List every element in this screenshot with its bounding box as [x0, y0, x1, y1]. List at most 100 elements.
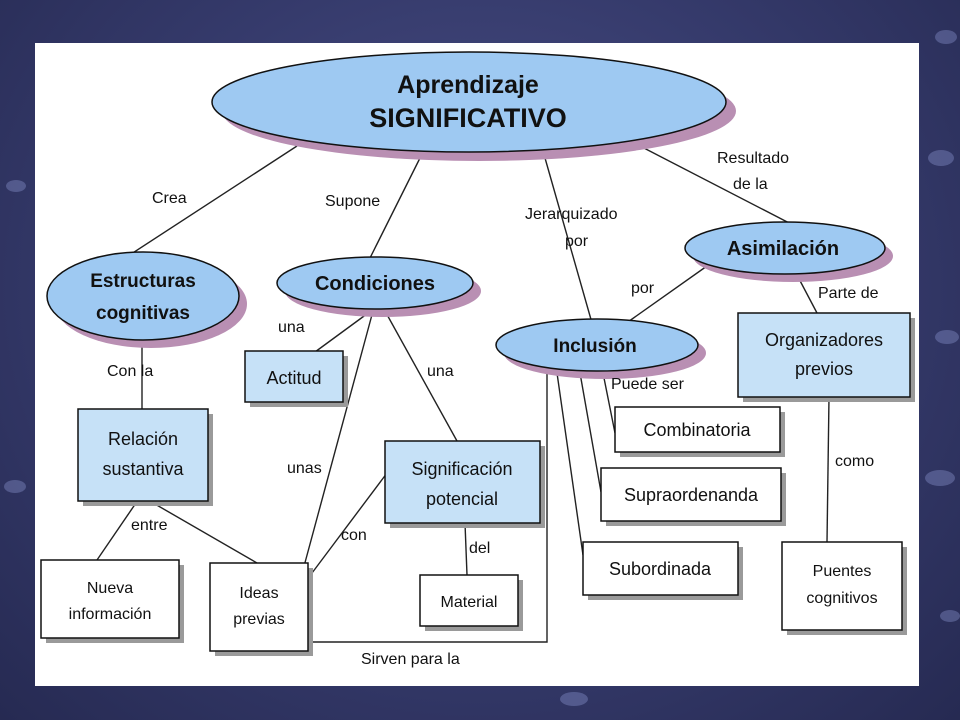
- connector-inclusion-subordinada: [556, 372, 584, 556]
- node-relacion-line1: Relación: [108, 429, 178, 449]
- connector-relacion-nueva: [96, 499, 139, 561]
- connector-inclusion-sirven: [309, 371, 548, 643]
- connector-organizadores-puentes: [826, 396, 830, 543]
- link-label-puede-ser: Puede ser: [611, 376, 685, 393]
- node-condiciones-label: Condiciones: [315, 273, 435, 295]
- node-aprendizaje-significativo: Aprendizaje SIGNIFICATIVO: [211, 51, 736, 161]
- connector-main-estructuras: [124, 145, 298, 259]
- link-label-jerarquizado-line2: por: [565, 233, 589, 250]
- link-label-resultado-line1: Resultado: [717, 150, 789, 167]
- connector-inclusion-combinatoria: [602, 372, 616, 434]
- link-label-supone: Supone: [325, 193, 380, 210]
- background-dot: [935, 330, 959, 344]
- link-labels: Crea Supone Jerarquizado por Resultado d…: [107, 150, 879, 668]
- connector-condiciones-significacion: [384, 310, 458, 442]
- node-actitud: Actitud: [244, 350, 348, 407]
- node-ellipse: [211, 51, 727, 153]
- node-subordinada: Subordinada: [582, 541, 743, 600]
- concept-map: Aprendizaje SIGNIFICATIVO Estructuras co…: [40, 51, 915, 668]
- link-label-entre: entre: [131, 517, 168, 534]
- node-main-line1: Aprendizaje: [397, 71, 539, 99]
- node-ellipse: [276, 256, 474, 310]
- background-dot: [4, 480, 26, 493]
- background-dot: [935, 30, 957, 44]
- node-box: [614, 406, 781, 453]
- node-organizadores-line1: Organizadores: [765, 330, 883, 350]
- connector-asimilacion-inclusion: [624, 265, 708, 325]
- node-box: [244, 350, 344, 403]
- node-ideas-line1: Ideas: [239, 585, 278, 602]
- link-label-una-actitud: una: [278, 319, 305, 336]
- node-relacion-line2: sustantiva: [102, 459, 184, 479]
- background-dot: [560, 692, 588, 706]
- node-main-line2: SIGNIFICATIVO: [369, 103, 567, 133]
- connector-main-condiciones: [369, 157, 421, 259]
- node-box: [737, 312, 911, 398]
- node-supraordenanda-label: Supraordenanda: [624, 485, 759, 505]
- node-material: Material: [419, 574, 523, 631]
- node-inclusion: Inclusión: [495, 318, 706, 379]
- node-box: [781, 541, 903, 631]
- node-ideas-previas: Ideas previas: [209, 562, 313, 656]
- link-label-por: por: [631, 280, 655, 297]
- node-subordinada-label: Subordinada: [609, 559, 712, 579]
- link-label-jerarquizado-line1: Jerarquizado: [525, 206, 618, 223]
- node-condiciones: Condiciones: [276, 256, 481, 317]
- node-box: [582, 541, 739, 596]
- link-label-parte-de: Parte de: [818, 285, 879, 302]
- node-puentes-cognitivos: Puentes cognitivos: [781, 541, 907, 635]
- node-box: [384, 440, 541, 524]
- node-significacion-line1: Significación: [411, 459, 512, 479]
- link-label-resultado-line2: de la: [733, 176, 768, 193]
- link-label-como: como: [835, 453, 874, 470]
- link-label-sirven-para-la: Sirven para la: [361, 651, 460, 668]
- link-label-con-la: Con la: [107, 363, 153, 380]
- node-box: [77, 408, 209, 502]
- node-asimilacion-label: Asimilación: [727, 238, 839, 260]
- node-organizadores-line2: previos: [795, 359, 853, 379]
- connector-significacion-ideas: [308, 472, 388, 578]
- node-box: [40, 559, 180, 639]
- node-nueva-informacion: Nueva información: [40, 559, 184, 643]
- node-significacion-potencial: Significación potencial: [384, 440, 545, 528]
- node-ellipse: [46, 251, 240, 341]
- node-inclusion-label: Inclusión: [553, 336, 636, 357]
- link-label-crea: Crea: [152, 190, 187, 207]
- link-label-unas: unas: [287, 460, 322, 477]
- node-relacion-sustantiva: Relación sustantiva: [77, 408, 213, 506]
- background-dot: [925, 470, 955, 486]
- connector-main-inclusion: [544, 157, 593, 324]
- node-supraordenanda: Supraordenanda: [600, 467, 786, 526]
- node-estructuras-line1: Estructuras: [90, 271, 196, 292]
- node-box: [419, 574, 519, 627]
- node-significacion-line2: potencial: [426, 489, 498, 509]
- connector-inclusion-supraordenanda: [579, 372, 602, 493]
- node-estructuras-cognitivas: Estructuras cognitivas: [46, 251, 247, 348]
- node-puentes-line2: cognitivos: [806, 590, 877, 607]
- connector-main-asimilacion: [639, 145, 796, 227]
- node-actitud-label: Actitud: [266, 368, 321, 388]
- node-organizadores-previos: Organizadores previos: [737, 312, 915, 402]
- background-dot: [940, 610, 960, 622]
- node-ideas-line2: previas: [233, 611, 285, 628]
- connector-significacion-material: [464, 522, 468, 576]
- background-dot: [928, 150, 954, 166]
- node-ellipse: [495, 318, 699, 372]
- node-estructuras-line2: cognitivas: [96, 303, 190, 324]
- node-puentes-line1: Puentes: [813, 563, 872, 580]
- node-asimilacion: Asimilación: [684, 221, 893, 282]
- node-nueva-line1: Nueva: [87, 580, 133, 597]
- link-label-del: del: [469, 540, 490, 557]
- node-box: [600, 467, 782, 522]
- link-label-una-significacion: una: [427, 363, 454, 380]
- connector-relacion-ideas: [147, 499, 258, 564]
- connector-condiciones-ideas: [302, 310, 374, 571]
- node-material-label: Material: [441, 594, 498, 611]
- link-label-con: con: [341, 527, 367, 544]
- node-combinatoria: Combinatoria: [614, 406, 785, 457]
- background-dot: [6, 180, 26, 192]
- node-nueva-line2: información: [69, 606, 152, 623]
- node-combinatoria-label: Combinatoria: [643, 420, 751, 440]
- node-box: [209, 562, 309, 652]
- node-ellipse: [684, 221, 886, 275]
